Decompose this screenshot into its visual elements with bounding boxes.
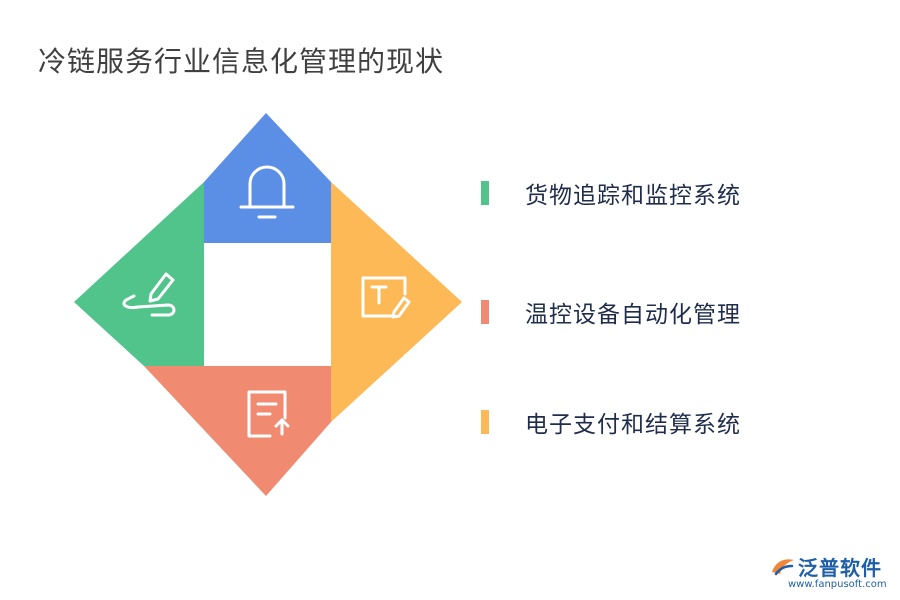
legend-item-payment: 电子支付和结算系统 [481, 409, 741, 438]
legend-bar-yellow [481, 410, 489, 434]
text-edit-icon [361, 276, 411, 319]
legend-bar-green [481, 181, 489, 205]
legend-item-temperature: 温控设备自动化管理 [481, 299, 741, 328]
logo-name: 泛普软件 [798, 556, 882, 580]
quadrant-bottom [144, 366, 331, 496]
quadrant-top [204, 113, 331, 243]
pen-write-icon [122, 272, 176, 317]
page-title: 冷链服务行业信息化管理的现状 [38, 45, 445, 78]
legend-item-tracking: 货物追踪和监控系统 [481, 180, 741, 209]
bell-icon [239, 165, 295, 219]
legend-bar-red [481, 300, 489, 324]
document-upload-icon [247, 390, 290, 438]
quadrant-right [331, 182, 462, 422]
legend-label: 电子支付和结算系统 [525, 412, 741, 438]
legend-label: 货物追踪和监控系统 [525, 183, 741, 209]
quadrant-left [74, 182, 204, 366]
brand-logo: 泛普软件 www.fanpusoft.com [770, 552, 894, 596]
logo-mark-icon [772, 559, 794, 576]
logo-url: www.fanpusoft.com [788, 579, 887, 590]
legend-label: 温控设备自动化管理 [525, 302, 741, 328]
